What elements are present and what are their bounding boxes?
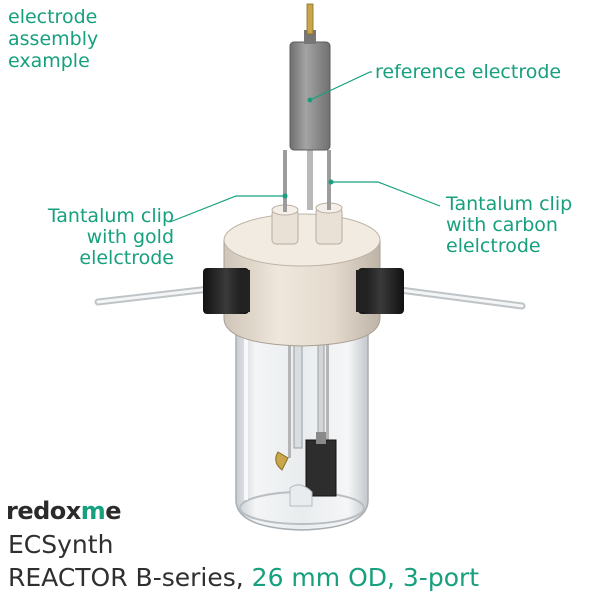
series-name: REACTOR B-series, <box>8 563 244 592</box>
brand-prefix: redox <box>6 497 81 525</box>
side-port-knobs <box>203 268 404 314</box>
callout-leaders <box>169 71 441 223</box>
product-series: REACTOR B-series, 26 mm OD, 3-port <box>8 563 479 592</box>
reference-electrode-label: reference electrode <box>375 61 562 83</box>
brand-suffix: e <box>105 497 122 525</box>
brand-logo: redoxme <box>6 497 122 525</box>
product-name: ECSynth <box>8 530 114 559</box>
assembly-caption: electrode assembly example <box>8 6 99 72</box>
side-port-tubes <box>94 284 526 310</box>
brand-accent: m <box>80 497 106 525</box>
internal-electrodes <box>275 317 337 507</box>
series-spec: 26 mm OD, 3-port <box>243 563 480 592</box>
carbon-clip-label: Tantalum clip with carbon elelctrode <box>446 193 573 257</box>
reference-electrode <box>289 3 331 210</box>
gold-clip-label: Tantalum clip with gold elelctrode <box>47 205 174 269</box>
clip-wires <box>283 150 331 212</box>
